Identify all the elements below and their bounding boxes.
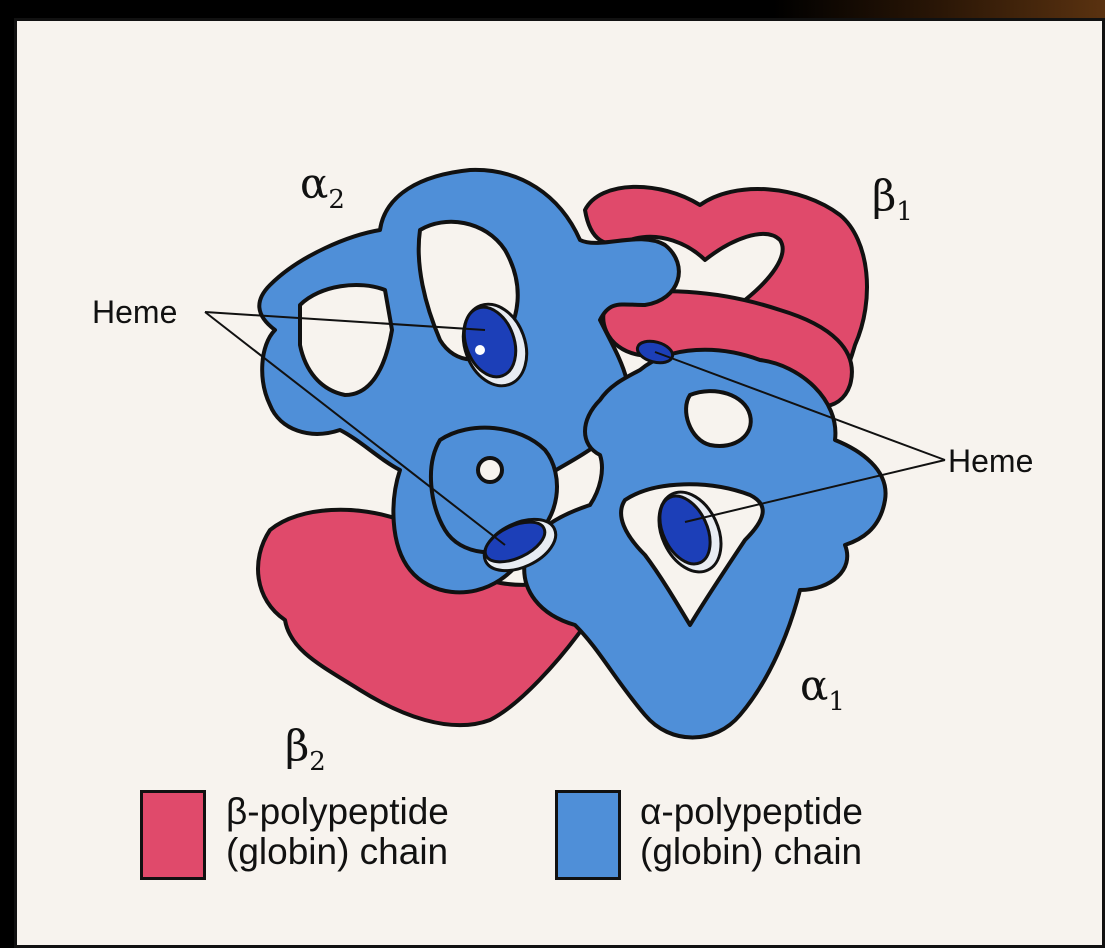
label-alpha1: α1 [800, 661, 845, 717]
label-beta1: β1 [872, 171, 913, 227]
legend-alpha-swatch [555, 790, 621, 880]
legend-beta-swatch [140, 790, 206, 880]
legend-alpha-text: α-polypeptide (globin) chain [640, 792, 863, 872]
center-hole [478, 458, 502, 482]
legend-alpha-line1: α-polypeptide [640, 792, 863, 832]
label-heme-right: Heme [948, 443, 1033, 479]
alpha1-loop-hole [686, 391, 751, 446]
legend-beta-text: β-polypeptide (globin) chain [226, 792, 449, 872]
label-heme-left: Heme [92, 294, 177, 330]
legend-beta-line1: β-polypeptide [226, 792, 449, 832]
legend-beta-line2: (globin) chain [226, 832, 449, 872]
legend-alpha-line2: (globin) chain [640, 832, 863, 872]
label-alpha2: α2 [300, 159, 345, 215]
label-beta2: β2 [285, 721, 326, 777]
